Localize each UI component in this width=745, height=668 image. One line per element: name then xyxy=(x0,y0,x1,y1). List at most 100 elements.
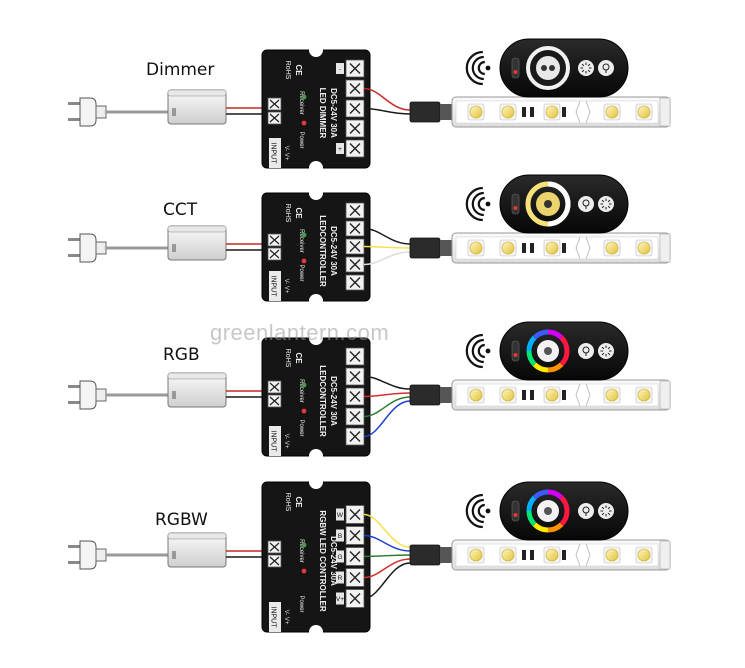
power-icon xyxy=(511,193,520,215)
color-wheel-segment xyxy=(559,510,570,527)
controller-spec: DC5-24V 30A xyxy=(329,88,338,138)
led-chip xyxy=(543,239,561,257)
input-terminal xyxy=(267,111,282,125)
connector-clip xyxy=(440,240,454,256)
input-label: INPUT xyxy=(270,143,277,165)
ce-mark: CE xyxy=(294,496,303,508)
ce-mark: CE xyxy=(294,207,303,219)
terminal-label: - xyxy=(339,66,341,73)
power-plug-icon xyxy=(68,380,107,410)
led-chip xyxy=(543,386,561,404)
resistor xyxy=(562,107,566,117)
output-terminal: W xyxy=(336,505,365,524)
input-label: INPUT xyxy=(270,431,277,453)
resistor xyxy=(562,243,566,253)
touch-remote xyxy=(499,174,629,234)
resistor xyxy=(522,390,526,400)
led-chip xyxy=(603,103,621,121)
output-wire xyxy=(363,513,411,548)
power-supply xyxy=(167,532,227,568)
output-terminal xyxy=(345,427,365,446)
controller-title: RGBW LED CONTROLLER xyxy=(318,510,327,612)
color-wheel-segment xyxy=(526,350,537,367)
input-terminal xyxy=(267,247,282,261)
color-wheel-segment xyxy=(547,522,564,533)
power-label: Power xyxy=(298,264,304,281)
receiver-led xyxy=(301,382,307,388)
rohs-mark: RoHS xyxy=(284,204,291,223)
output-wire xyxy=(363,87,411,111)
sun-icon xyxy=(598,343,614,359)
color-wheel-segment xyxy=(532,489,549,500)
output-terminal xyxy=(345,99,365,118)
input-tag: INPUT V- V+ xyxy=(269,138,289,168)
resistor xyxy=(522,243,526,253)
output-terminal xyxy=(345,274,365,291)
output-terminal xyxy=(345,238,365,255)
sun-icon xyxy=(598,196,614,212)
strip-connector xyxy=(409,237,441,259)
power-supply xyxy=(167,225,227,261)
resistor xyxy=(530,243,534,253)
strip-connector xyxy=(409,101,441,123)
terminal-label: + xyxy=(338,146,342,153)
led-chip xyxy=(467,239,485,257)
terminal-label: W xyxy=(337,512,344,519)
output-terminal xyxy=(345,407,365,426)
touch-remote xyxy=(499,38,629,98)
power-icon xyxy=(511,340,520,362)
output-wire xyxy=(363,534,411,552)
resistor xyxy=(530,107,534,117)
lamp-icon xyxy=(578,196,594,212)
led-chip xyxy=(499,239,517,257)
polarity-label: V- V+ xyxy=(283,146,289,161)
wheel-center xyxy=(536,56,560,80)
led-chip xyxy=(467,386,485,404)
output-wire xyxy=(363,554,411,558)
power-led xyxy=(301,120,307,126)
cut-mark xyxy=(585,543,591,567)
sun-icon xyxy=(598,503,614,519)
strip-end-cap xyxy=(659,540,671,570)
input-label: INPUT xyxy=(270,607,277,629)
color-wheel-segment xyxy=(526,335,537,352)
wireless-signal-icon xyxy=(465,333,491,369)
led-strip xyxy=(451,379,671,411)
color-wheel-segment xyxy=(559,335,570,352)
light-icon xyxy=(578,503,594,519)
color-wheel-segment xyxy=(559,350,570,367)
resistor xyxy=(522,550,526,560)
controller-title: LEDCONTROLLER xyxy=(318,215,327,287)
rohs-mark: RoHS xyxy=(284,493,291,512)
resistor xyxy=(530,390,534,400)
led-chip xyxy=(635,239,653,257)
cut-mark xyxy=(585,236,591,260)
led-chip xyxy=(603,546,621,564)
led-strip xyxy=(451,232,671,264)
strip-end-cap xyxy=(659,97,671,127)
output-terminal xyxy=(345,220,365,237)
led-chip xyxy=(635,546,653,564)
color-wheel-segment xyxy=(532,329,549,340)
rohs-mark: RoHS xyxy=(284,61,291,80)
power-label: Power xyxy=(298,419,304,436)
output-terminal xyxy=(345,79,365,98)
input-terminal xyxy=(267,380,282,394)
led-chip xyxy=(603,239,621,257)
output-terminal xyxy=(345,256,365,273)
power-label: Power xyxy=(298,131,304,148)
output-wire xyxy=(363,392,411,398)
connector-clip xyxy=(440,104,454,120)
power-plug-icon xyxy=(68,540,107,570)
output-terminal: G xyxy=(336,547,365,566)
touch-remote xyxy=(499,321,629,381)
input-terminal xyxy=(267,233,282,247)
receiver-label: Receiver xyxy=(298,229,304,253)
